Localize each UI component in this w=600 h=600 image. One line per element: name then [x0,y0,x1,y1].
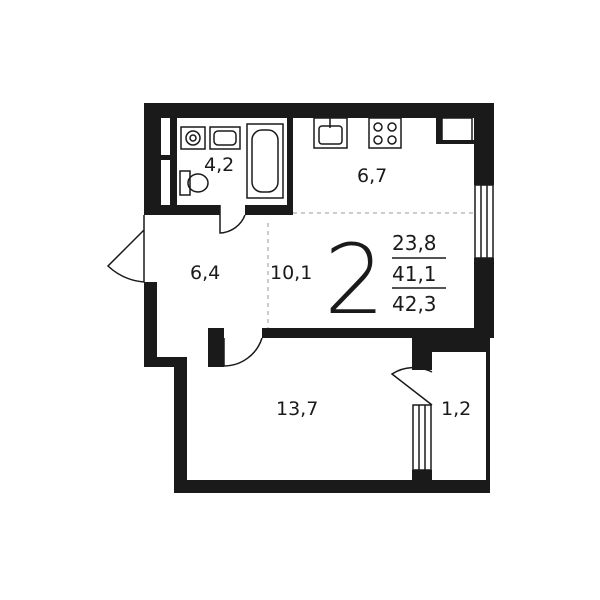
wall-hall-stub [208,328,224,367]
door-bedroom [223,337,263,367]
wall-bath-right [287,118,293,215]
area-living: 10,1 [270,262,312,284]
living-area: 23,8 [392,231,437,255]
door-bathroom [219,205,246,234]
wall-left-top [144,103,157,215]
walls [144,103,494,493]
stove-icon [368,117,402,149]
wall-bath-left-inner [170,118,177,215]
wall-bath-shelf-1 [157,155,177,160]
window-balcony [412,404,432,471]
wall-right-upper [474,103,494,185]
door-entrance [106,215,145,283]
area-kitchen: 6,7 [357,165,387,187]
wall-hall-bottom [144,357,187,367]
kitchen-fixtures [313,117,402,149]
wall-right-lower [474,258,494,338]
sink-icon [209,126,241,150]
area-bedroom: 13,7 [276,398,318,420]
washer-icon [180,126,206,150]
wall-left-lower [144,282,157,367]
wall-bath-bottom [157,205,220,215]
window-right [474,184,494,259]
wall-balcony-top [412,338,490,352]
toilet-icon [179,170,191,196]
ventilation-shaft-frame-bottom [436,140,474,144]
wall-balcony-right [486,338,490,493]
total-area: 41,1 [392,262,437,286]
room-count: 2 [324,224,385,336]
ventilation-shaft [441,117,473,143]
wall-bedroom-bottom [174,480,490,493]
area-with-balcony: 42,3 [392,292,437,316]
wall-balcony-left-lower [412,470,432,493]
wall-living-bottom [262,328,494,338]
bathroom-fixtures [179,123,284,199]
ventilation-shaft-frame [436,118,442,142]
wall-bath-bottom-right [245,205,290,215]
area-bathroom: 4,2 [204,154,234,176]
area-hall: 6,4 [190,262,220,284]
area-summary: 2 23,8 41,1 42,3 [324,224,446,336]
wall-bedroom-left [174,362,187,493]
area-balcony: 1,2 [441,398,471,420]
wall-bath-left [157,118,161,215]
wall-top [144,103,494,118]
door-balcony [390,366,433,406]
